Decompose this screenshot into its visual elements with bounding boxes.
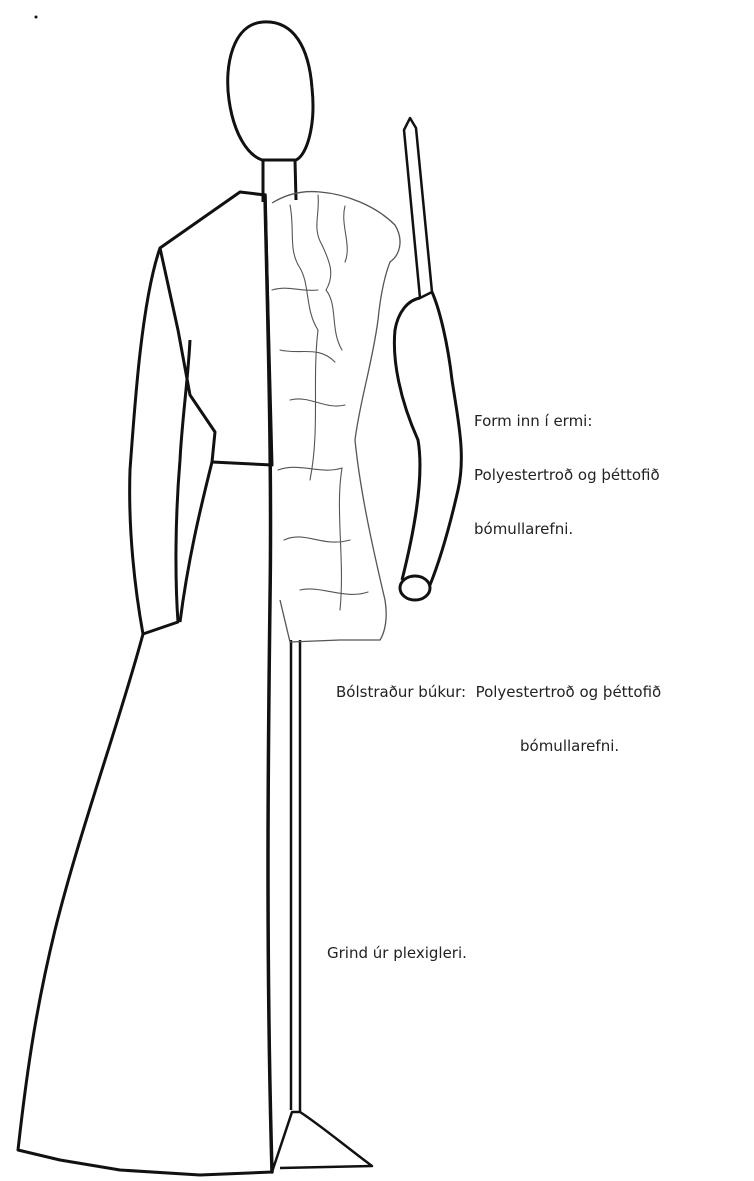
left-arm — [130, 248, 190, 634]
front-edge-line — [265, 195, 272, 1172]
bodice-annotation-line-2: bómullarefni. — [336, 737, 661, 755]
padded-bodice-texture — [272, 195, 368, 610]
skirt-left-edge — [18, 462, 272, 1175]
jacket-panel — [160, 192, 272, 465]
sleeve-annotation-line-3: bómullarefni. — [474, 520, 660, 538]
padded-bodice-outline — [272, 192, 400, 642]
sleeve-annotation-line-2: Polyestertroð og þéttofið — [474, 466, 660, 484]
right-sleeve — [394, 292, 461, 585]
sleeve-annotation-line-1: Form inn í ermi: — [474, 412, 660, 430]
bodice-annotation-line-1: Bólstraður búkur: Polyestertroð og þétto… — [336, 683, 661, 701]
stray-mark — [35, 16, 38, 19]
sleeve-cuff — [400, 576, 430, 600]
bodice-annotation: Bólstraður búkur: Polyestertroð og þétto… — [336, 647, 661, 773]
frame-annotation-line-1: Grind úr plexigleri. — [327, 944, 467, 962]
frame-base — [272, 1112, 372, 1172]
frame-annotation: Grind úr plexigleri. — [327, 908, 467, 980]
sleeve-annotation: Form inn í ermi: Polyestertroð og þéttof… — [474, 376, 660, 556]
mannequin-neck — [263, 160, 296, 202]
frame-post — [291, 640, 300, 1112]
mannequin-head — [228, 22, 313, 160]
right-upper-arm-rod — [404, 118, 432, 298]
